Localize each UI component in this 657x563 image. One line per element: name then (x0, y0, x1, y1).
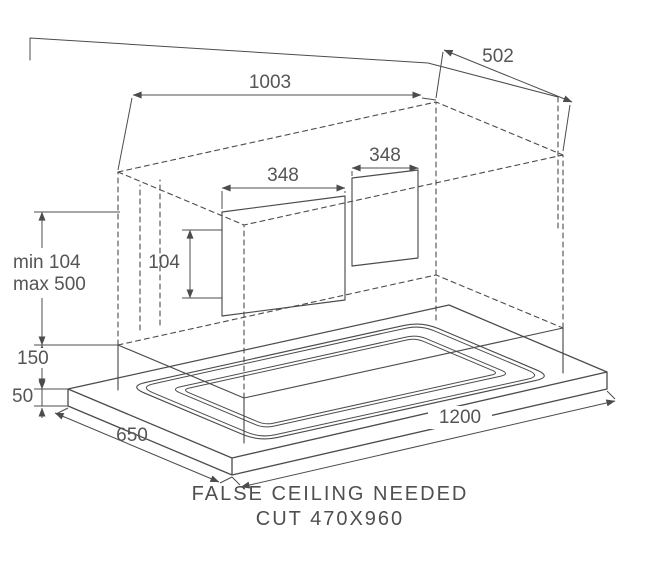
dim-panel-depth: 650 (54, 407, 233, 484)
dim-label-panel-thickness: 50 (12, 386, 33, 407)
dim-adjustable-height: min 104 max 500 (10, 211, 120, 346)
dim-label-body-width: 1003 (249, 72, 291, 93)
dim-label-recess-height: 150 (17, 348, 49, 369)
dim-label-inner-height: 104 (148, 252, 180, 273)
dim-label-inner-b: 348 (369, 145, 401, 166)
dim-panel-width: 1200 (231, 390, 616, 489)
dim-label-panel-depth: 650 (116, 425, 148, 446)
dim-label-panel-width: 1200 (439, 407, 481, 428)
panel-slab-outline (67, 304, 608, 476)
dim-panel-thickness: 50 (12, 377, 68, 418)
dim-recess-height: 150 (14, 344, 68, 390)
dim-label-body-depth: 502 (482, 46, 514, 67)
inner-duct-sections (221, 169, 419, 317)
ceiling-reference-lines (29, 37, 559, 98)
caption-line2: CUT 470X960 (256, 508, 404, 530)
dim-label-min-height: min 104 (13, 252, 81, 273)
dim-label-inner-a: 348 (267, 165, 299, 186)
hood-body-hidden-edges (117, 101, 564, 399)
caption-line1: FALSE CEILING NEEDED (192, 483, 469, 505)
dim-label-max-height: max 500 (13, 274, 86, 295)
dim-inner-a: 348 (221, 165, 346, 209)
recess-section-hidden-edges (117, 274, 564, 346)
dim-inner-height: 104 (148, 229, 222, 299)
dim-body-width: 1003 (117, 72, 437, 171)
dim-body-depth: 502 (435, 46, 573, 152)
dim-inner-b: 348 (351, 145, 419, 176)
